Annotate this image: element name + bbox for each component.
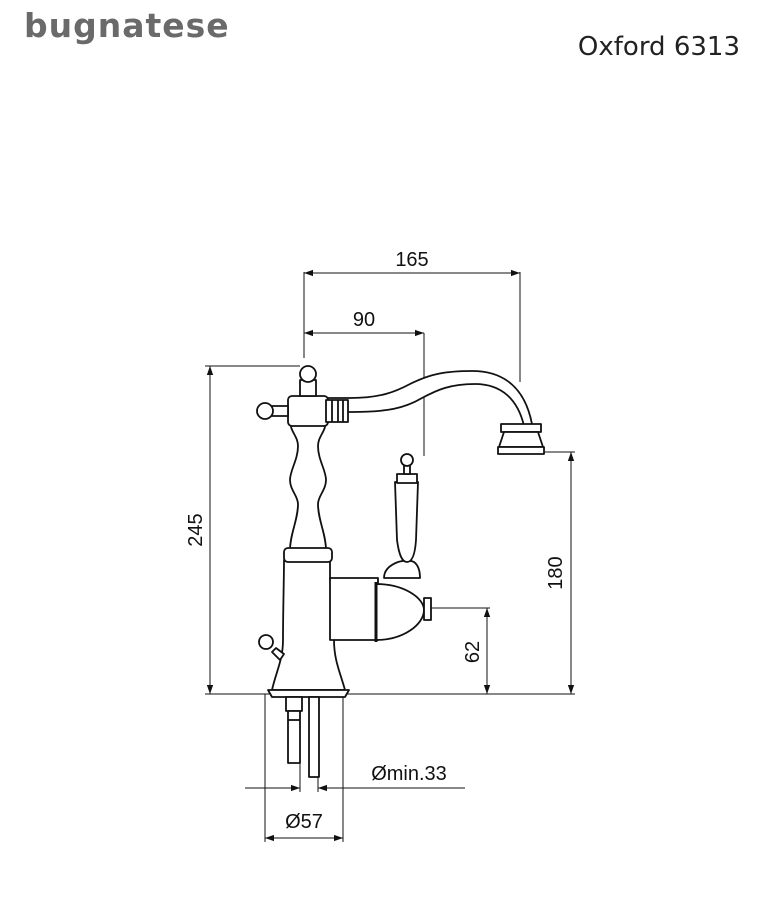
aerator-body [498, 431, 544, 448]
side-knob [258, 634, 274, 650]
side-lever [271, 647, 285, 661]
dimension-label-62: 62 [462, 641, 484, 663]
mixer-cap [375, 583, 425, 641]
spout [321, 370, 533, 427]
column-ring [283, 547, 333, 563]
dimension-label-245: 245 [185, 513, 207, 546]
column-baluster [289, 419, 327, 551]
cross-head-top-knob [299, 365, 317, 383]
base-plate [267, 689, 350, 698]
dimension-label-165: 165 [395, 249, 428, 271]
aerator-collar [500, 423, 542, 433]
mixer-body [329, 577, 379, 641]
mixer-button [423, 597, 432, 621]
faucet-outline [256, 365, 545, 778]
cross-head-collar [325, 399, 349, 423]
dimension-label-180: 180 [545, 556, 567, 589]
lever-base [383, 559, 421, 579]
hose-right [308, 696, 320, 778]
cross-head-left-stem [271, 405, 289, 417]
cross-head-body [287, 395, 329, 427]
dimension-lines [205, 269, 575, 842]
dimension-label-57: Ø57 [285, 811, 323, 833]
cross-head-left-knob [256, 402, 274, 420]
lever-knob [400, 453, 414, 467]
lever-handle [394, 481, 419, 563]
aerator-outlet [497, 446, 545, 455]
dimension-label-90: 90 [353, 309, 375, 331]
lever-collar [396, 473, 418, 484]
brand-logo: bugnatese [24, 6, 230, 45]
model-name: Oxford 6313 [577, 32, 740, 62]
hose-fitting [285, 696, 303, 712]
hose-left [287, 710, 301, 764]
dimension-label-min33: Ømin.33 [371, 763, 447, 785]
